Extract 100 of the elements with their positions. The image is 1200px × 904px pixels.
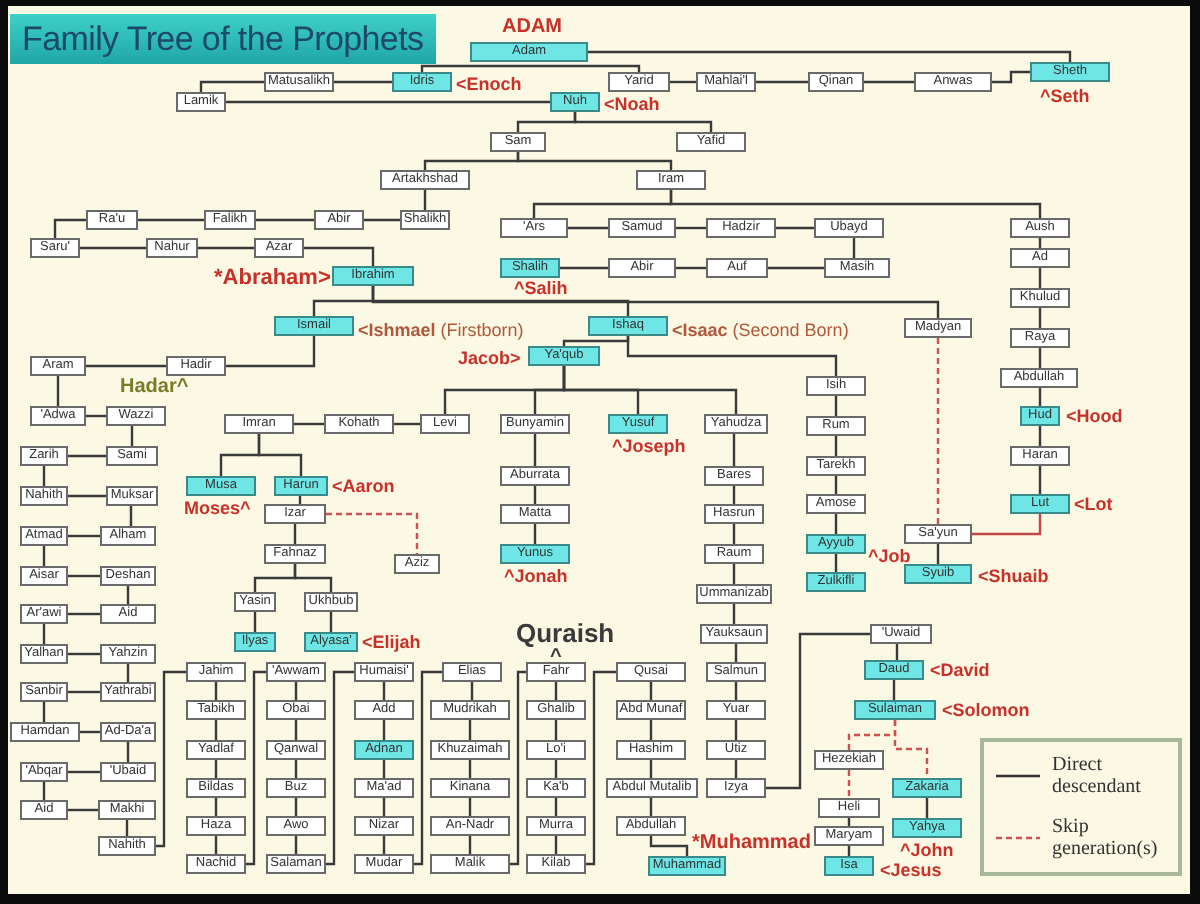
annotation-label: ^Jonah xyxy=(504,566,568,586)
connector-line xyxy=(732,434,736,466)
connector-line xyxy=(382,720,386,740)
connector-line xyxy=(834,396,838,416)
connector-line xyxy=(42,702,46,722)
connector-line xyxy=(864,80,914,84)
connector-line xyxy=(892,680,896,700)
connector-line xyxy=(510,670,526,866)
dashed-connector-line xyxy=(893,720,929,778)
connector-line xyxy=(588,50,1072,62)
annotation-label: <Lot xyxy=(1074,494,1113,514)
annotation-label: ^Salih xyxy=(514,278,568,298)
connector-line xyxy=(42,546,46,566)
connector-line xyxy=(42,466,46,486)
connector-line xyxy=(732,524,736,544)
connector-line xyxy=(560,266,608,270)
connector-line xyxy=(214,720,218,740)
connector-line xyxy=(68,770,100,774)
connector-line xyxy=(293,524,297,544)
annotation-label: <Hood xyxy=(1066,406,1123,426)
connector-line xyxy=(562,336,630,346)
connector-line xyxy=(80,246,146,250)
legend-label: Skip generation(s) xyxy=(1052,816,1160,860)
connector-line xyxy=(586,670,616,866)
title-banner: Family Tree of the Prophets xyxy=(10,14,436,64)
annotation-label: ^Job xyxy=(868,546,911,566)
connector-line xyxy=(68,612,100,616)
annotation-label: ^Joseph xyxy=(612,436,686,456)
connector-line xyxy=(226,100,550,104)
connector-line xyxy=(42,624,46,644)
connector-line xyxy=(554,720,558,740)
connector-line xyxy=(533,434,537,466)
connector-line xyxy=(925,798,929,818)
annotation-label: <Elijah xyxy=(362,632,421,652)
connector-line xyxy=(732,604,736,624)
annotation-label: <Noah xyxy=(604,94,660,114)
connector-line xyxy=(364,218,400,222)
connector-line xyxy=(936,544,940,564)
connector-line xyxy=(776,226,814,230)
connector-line xyxy=(156,670,186,848)
connector-line xyxy=(304,246,375,266)
connector-line xyxy=(420,64,641,72)
connector-line xyxy=(669,190,1042,218)
connector-line xyxy=(1038,308,1042,328)
connector-line xyxy=(68,808,98,812)
connector-line xyxy=(130,426,134,446)
connector-line xyxy=(68,690,100,694)
connector-line xyxy=(68,534,100,538)
connector-line xyxy=(68,574,100,578)
connector-line xyxy=(294,720,298,740)
connector-line xyxy=(414,670,442,866)
annotation-label: <David xyxy=(930,660,990,680)
connector-line xyxy=(732,564,736,584)
connector-line xyxy=(126,742,130,762)
connector-line xyxy=(562,366,738,414)
connector-line xyxy=(649,836,689,856)
connector-line xyxy=(246,670,266,866)
connector-line xyxy=(670,80,696,84)
connector-line xyxy=(626,336,838,376)
connector-line xyxy=(649,720,653,740)
connector-line xyxy=(568,226,608,230)
annotation-label: *Muhammad xyxy=(692,832,811,854)
annotation-label: <Aaron xyxy=(332,476,395,496)
connector-line xyxy=(138,218,204,222)
annotation-label: <Enoch xyxy=(456,74,522,94)
annotation-label: Hadar^ xyxy=(120,376,189,398)
annotation-label: <Ishmael (Firstborn) xyxy=(358,320,524,340)
connector-line xyxy=(199,80,264,92)
connector-line xyxy=(68,454,106,458)
connector-line xyxy=(468,720,472,740)
dashed-connector-line xyxy=(326,512,419,554)
annotation-label: ADAM xyxy=(502,16,562,38)
connector-line xyxy=(768,266,824,270)
connector-line xyxy=(756,80,808,84)
annotation-label: ^John xyxy=(900,840,954,860)
connector-line xyxy=(834,436,838,456)
connector-line xyxy=(294,422,324,426)
connector-line xyxy=(1038,466,1042,494)
annotation-label: Moses^ xyxy=(184,498,251,518)
connector-line xyxy=(992,70,1030,84)
connector-line xyxy=(676,226,706,230)
connector-line xyxy=(68,652,100,656)
annotation-label: ^Seth xyxy=(1040,86,1090,106)
connector-line xyxy=(226,336,316,368)
connector-line xyxy=(1038,268,1042,288)
connector-line xyxy=(329,612,333,632)
annotation-label: Quraish xyxy=(516,620,615,648)
connector-line xyxy=(1038,348,1042,368)
annotation-label: <Isaac (Second Born) xyxy=(672,320,849,340)
connector-line xyxy=(68,494,106,498)
connector-line xyxy=(423,190,427,210)
legend-label: Direct descendant xyxy=(1052,754,1143,798)
connector-line xyxy=(852,238,856,258)
connector-line xyxy=(326,670,354,866)
connector-line xyxy=(734,720,738,740)
connector-line xyxy=(129,506,133,526)
annotation-label: <Jesus xyxy=(880,860,942,880)
annotation-label: *Abraham> xyxy=(214,266,331,290)
annotation-label: <Shuaib xyxy=(978,566,1049,586)
connector-line xyxy=(1038,426,1042,446)
